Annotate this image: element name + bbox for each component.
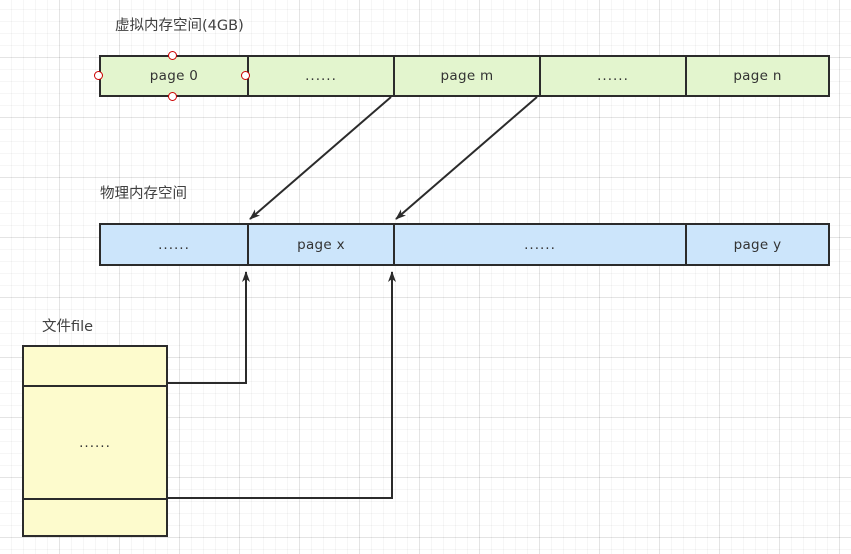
virtual-cell-page-m[interactable]: page m: [393, 57, 539, 95]
connector-page-m-to-page-x: [249, 96, 392, 220]
physical-cell-ellipsis-1[interactable]: ......: [101, 225, 247, 264]
virtual-cell-ellipsis-2[interactable]: ......: [539, 57, 685, 95]
physical-cell-ellipsis-2[interactable]: ......: [393, 225, 685, 264]
virtual-memory-label: 虚拟内存空间(4GB): [115, 18, 244, 34]
physical-memory-label: 物理内存空间: [100, 186, 187, 202]
file-row-middle[interactable]: ......: [24, 385, 166, 498]
virtual-memory-row: page 0 ...... page m ...... page n: [99, 55, 830, 97]
physical-cell-page-x[interactable]: page x: [247, 225, 393, 264]
selection-handle-bottom[interactable]: [168, 92, 177, 101]
file-row-bottom[interactable]: [24, 498, 166, 535]
file-box: ......: [22, 345, 168, 537]
connector-page-n-to-physical: [395, 96, 538, 220]
connector-file-top-to-physical: [168, 271, 250, 384]
physical-memory-row: ...... page x ...... page y: [99, 223, 830, 266]
connector-file-bottom-to-physical: [168, 271, 396, 499]
virtual-cell-ellipsis-1[interactable]: ......: [247, 57, 393, 95]
virtual-cell-page-n[interactable]: page n: [685, 57, 828, 95]
file-row-top[interactable]: [24, 347, 166, 385]
selection-handle-left[interactable]: [94, 71, 103, 80]
physical-cell-page-y[interactable]: page y: [685, 225, 828, 264]
virtual-cell-page-0[interactable]: page 0: [101, 57, 247, 95]
file-label: 文件file: [42, 319, 94, 335]
selection-handle-top[interactable]: [168, 51, 177, 60]
selection-handle-right[interactable]: [241, 71, 250, 80]
